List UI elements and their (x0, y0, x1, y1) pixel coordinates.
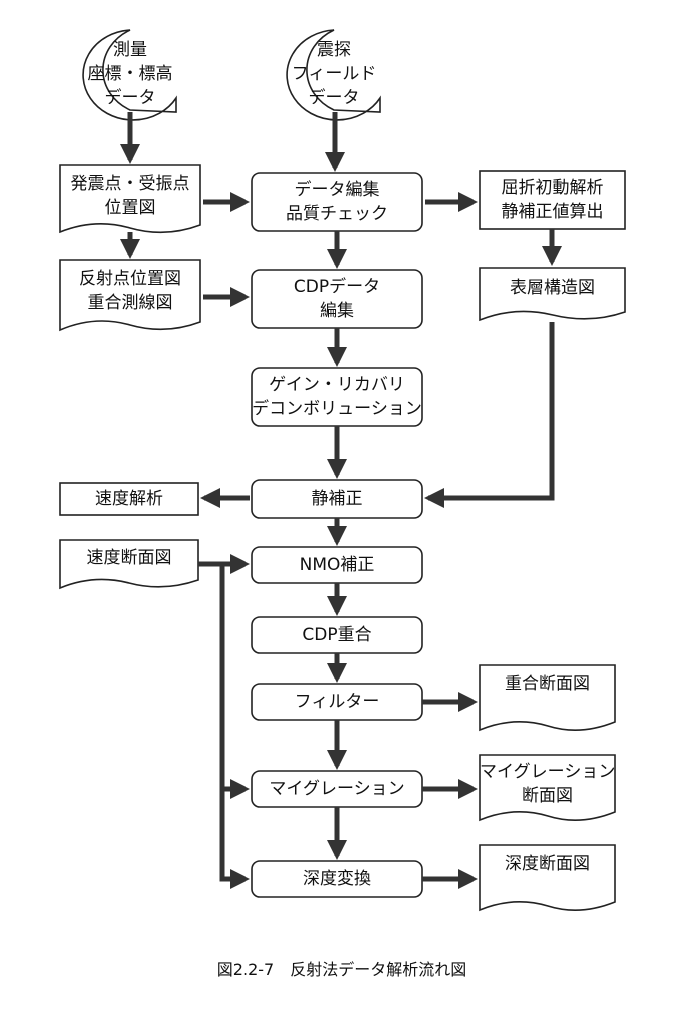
velocity-section-line1: 速度断面図 (86, 548, 172, 568)
migration-section-label: マイグレーション 断面図 (480, 760, 615, 808)
data-edit-line1: データ編集 (294, 180, 380, 200)
migration-line1: マイグレーション (269, 779, 405, 799)
survey-data-label: 測量 座標・標高 データ (80, 38, 180, 110)
depth-conv-line1: 深度変換 (303, 869, 371, 889)
gain-label: ゲイン・リカバリ デコンボリューション (252, 373, 422, 421)
reflection-line1: 反射点位置図 (79, 269, 181, 289)
reflection-line2: 重合測線図 (87, 293, 173, 313)
surface-doc-shape (479, 267, 626, 322)
arrow-velocity-branch-depth (219, 789, 250, 889)
stack-section-line1: 重合断面図 (505, 674, 590, 694)
data-edit-line2: 品質チェック (286, 204, 388, 224)
stack-section-doc-shape (479, 664, 616, 732)
survey-data-shape (82, 29, 177, 121)
migration-section-doc-shape (479, 754, 616, 822)
survey-data-line3: データ (104, 88, 156, 108)
filter-line1: フィルター (294, 692, 380, 712)
survey-data-line2: 座標・標高 (87, 64, 173, 84)
migration-section-line2: 断面図 (522, 786, 573, 806)
refraction-line2: 静補正値算出 (501, 202, 604, 222)
filter-label: フィルター (252, 690, 422, 714)
field-data-line1: 震探 (317, 40, 351, 60)
static-line1: 静補正 (311, 489, 363, 509)
field-data-shape (286, 29, 381, 121)
depth-conv-label: 深度変換 (252, 867, 422, 891)
arrow-surface-to-static (424, 322, 555, 508)
reflection-doc-shape (59, 259, 201, 332)
cdp-edit-label: CDPデータ 編集 (252, 275, 422, 323)
reflection-label: 反射点位置図 重合測線図 (60, 267, 200, 315)
cdp-stack-line1: CDP重合 (302, 625, 372, 645)
cdp-stack-label: CDP重合 (252, 623, 422, 647)
velocity-analysis-line1: 速度解析 (95, 489, 163, 509)
static-label: 静補正 (252, 487, 422, 511)
field-data-label: 震探 フィールド データ (284, 38, 384, 110)
migration-label: マイグレーション (252, 777, 422, 801)
surface-label: 表層構造図 (480, 276, 625, 300)
depth-section-doc-shape (479, 844, 616, 912)
nmo-line1: NMO補正 (299, 555, 375, 575)
refraction-label: 屈折初動解析 静補正値算出 (480, 176, 625, 224)
surface-line1: 表層構造図 (510, 278, 595, 298)
depth-section-line1: 深度断面図 (505, 854, 590, 874)
refraction-line1: 屈折初動解析 (501, 178, 604, 198)
cdp-edit-line1: CDPデータ (293, 277, 381, 297)
nmo-label: NMO補正 (252, 553, 422, 577)
survey-data-line1: 測量 (113, 40, 147, 60)
field-data-line3: データ (308, 88, 360, 108)
velocity-analysis-box (59, 482, 199, 516)
migration-section-line1: マイグレーション (480, 762, 616, 782)
shot-receiver-label: 発震点・受振点 位置図 (60, 172, 200, 220)
velocity-analysis-label: 速度解析 (60, 487, 198, 511)
stack-section-label: 重合断面図 (480, 672, 615, 696)
shot-receiver-line1: 発震点・受振点 (70, 174, 190, 194)
field-data-line2: フィールド (291, 64, 377, 84)
data-edit-label: データ編集 品質チェック (252, 178, 422, 226)
cdp-edit-line2: 編集 (320, 301, 354, 321)
shot-receiver-doc-shape (59, 164, 201, 234)
shot-receiver-line2: 位置図 (104, 198, 156, 218)
figure-caption: 図2.2-7 反射法データ解析流れ図 (216, 960, 467, 979)
arrow-velocity-branch-migration (219, 564, 250, 799)
depth-section-label: 深度断面図 (480, 852, 615, 876)
velocity-section-label: 速度断面図 (60, 546, 198, 570)
velocity-section-doc-shape (59, 539, 199, 590)
gain-line1: ゲイン・リカバリ (269, 375, 405, 395)
gain-line2: デコンボリューション (252, 399, 422, 419)
